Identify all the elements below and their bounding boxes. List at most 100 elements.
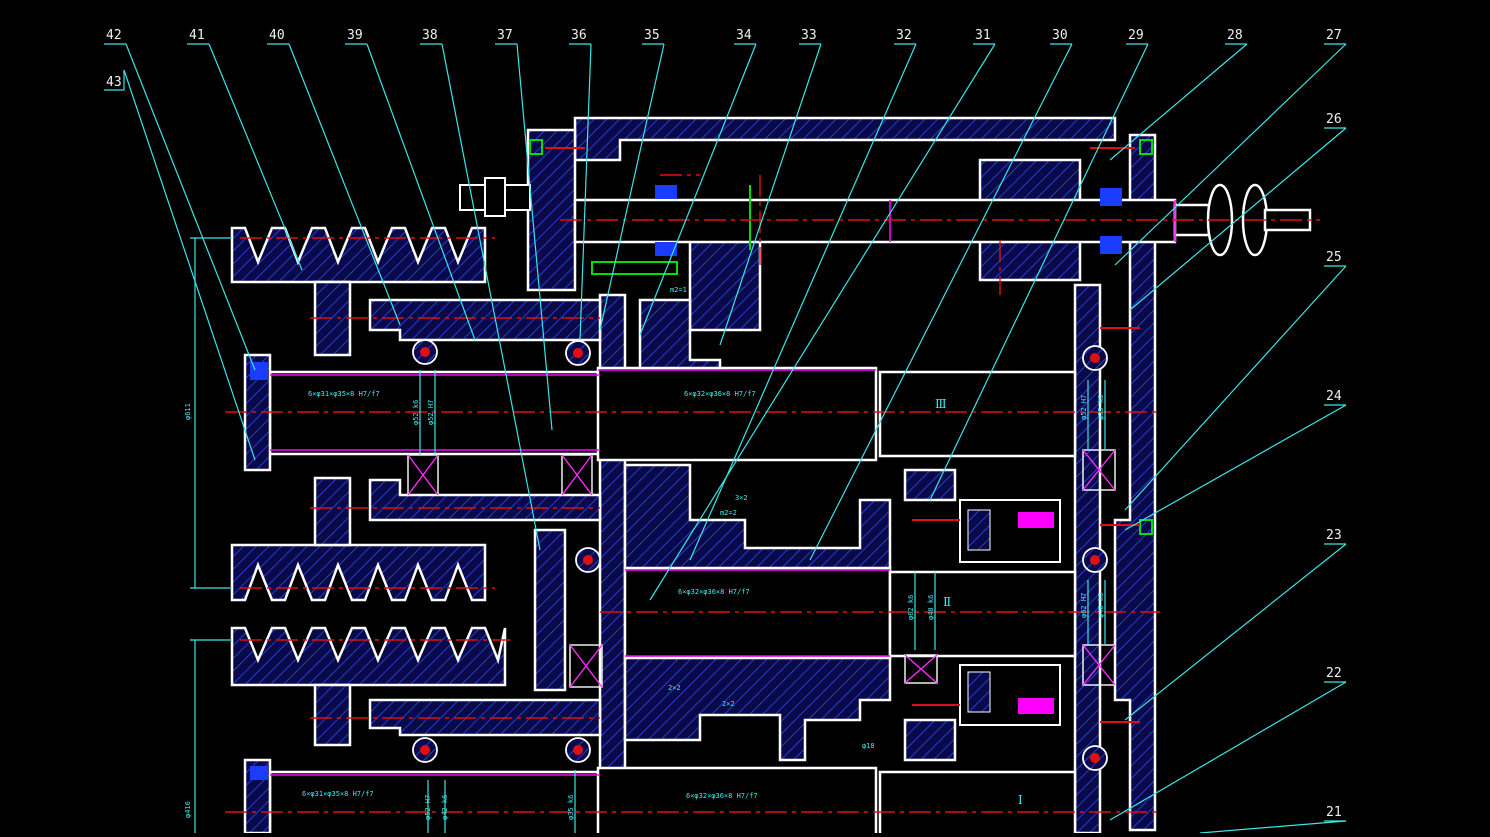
part-number-22: 22 bbox=[1326, 666, 1342, 681]
part-number-27: 27 bbox=[1326, 28, 1342, 43]
leader-lines bbox=[123, 43, 1347, 834]
part-number-32: 32 bbox=[896, 28, 912, 43]
leader-line bbox=[599, 43, 665, 331]
gear-annotation-4: 2×2 bbox=[722, 700, 735, 708]
bearing-balls-red bbox=[420, 347, 1100, 763]
gear-annotation-5: φ18 bbox=[862, 742, 875, 750]
leader-line bbox=[929, 43, 1149, 501]
leader-line bbox=[1109, 43, 1248, 161]
spline-annotation-top: 6×φ31×φ35×8 H7/f7 bbox=[308, 390, 380, 398]
right-housing-wall bbox=[1113, 133, 1157, 832]
gear-annotation-3: 2×2 bbox=[668, 684, 681, 692]
shaft-III-mid bbox=[596, 366, 878, 462]
bore-annotation-1: φ52 k6 bbox=[412, 400, 420, 425]
bore-annotation-7: φ62 H7 bbox=[1080, 593, 1088, 618]
shaft-I-mid bbox=[596, 766, 878, 837]
part-number-33: 33 bbox=[801, 28, 817, 43]
label-underlines bbox=[104, 43, 1346, 822]
lower-v-belt-pulley bbox=[230, 626, 507, 747]
shaft-III-right bbox=[878, 370, 1077, 458]
leader-line bbox=[639, 43, 757, 336]
part-number-30: 30 bbox=[1052, 28, 1068, 43]
part-number-26: 26 bbox=[1326, 112, 1342, 127]
part-number-38: 38 bbox=[422, 28, 438, 43]
leader-line bbox=[1114, 43, 1347, 266]
gear-annotation-2: 3×2 bbox=[735, 494, 748, 502]
bore-annotation-6: φ35 k6 bbox=[1097, 395, 1105, 420]
bore-annotation-8: φ40 k6 bbox=[1097, 593, 1105, 618]
upper-center-block bbox=[688, 238, 762, 332]
upper-v-belt-pulley bbox=[230, 226, 487, 602]
part-number-35: 35 bbox=[644, 28, 660, 43]
bore-annotation-9: φ52 H7 bbox=[424, 795, 432, 820]
part-number-21: 21 bbox=[1326, 805, 1342, 820]
bore-annotation-11: φ35 k6 bbox=[567, 795, 575, 820]
bore-annotation-10: φ42 k6 bbox=[441, 795, 449, 820]
part-number-43: 43 bbox=[106, 75, 122, 90]
hub-sleeves bbox=[243, 298, 957, 835]
leader-line bbox=[649, 43, 996, 601]
leader-line bbox=[719, 43, 822, 346]
leader-line bbox=[366, 43, 476, 341]
shift-lever bbox=[459, 177, 531, 217]
shaft-label-III: Ⅲ bbox=[935, 397, 947, 411]
leader-line bbox=[208, 43, 303, 271]
diameter-annotation-top: φ611 bbox=[184, 403, 192, 420]
shaft-label-I: Ⅰ bbox=[1018, 793, 1023, 807]
part-number-23: 23 bbox=[1326, 528, 1342, 543]
centerlines bbox=[225, 174, 1320, 813]
part-number-39: 39 bbox=[347, 28, 363, 43]
top-control-shaft bbox=[573, 198, 1177, 244]
bore-annotation-5: φ52 H7 bbox=[1080, 395, 1088, 420]
shaft-II-mid bbox=[623, 566, 892, 660]
leader-line bbox=[125, 43, 256, 371]
part-number-41: 41 bbox=[189, 28, 205, 43]
gear-annotation-1: m2=1 bbox=[670, 286, 687, 294]
leader-line bbox=[123, 69, 256, 461]
leader-line bbox=[579, 43, 592, 341]
leader-line bbox=[1124, 265, 1347, 511]
part-number-36: 36 bbox=[571, 28, 587, 43]
green-fasteners bbox=[529, 139, 1153, 535]
part-number-31: 31 bbox=[975, 28, 991, 43]
leader-line bbox=[441, 43, 541, 551]
shaft-I-right bbox=[878, 770, 1077, 837]
part-number-24: 24 bbox=[1326, 389, 1342, 404]
upper-left-flange bbox=[526, 128, 577, 292]
part-number-labels: 42 41 40 39 38 37 36 35 34 33 32 31 30 2… bbox=[106, 28, 1342, 820]
leader-line bbox=[1109, 681, 1347, 821]
spline-annotation-bottom: 6×φ32×φ36×8 H7/f7 bbox=[686, 792, 758, 800]
shaft-I-left bbox=[268, 770, 602, 837]
top-cover bbox=[573, 116, 1117, 162]
part-number-25: 25 bbox=[1326, 250, 1342, 265]
part-number-34: 34 bbox=[736, 28, 752, 43]
spline-annotation-mid-top: 6×φ32×φ36×8 H7/f7 bbox=[684, 390, 756, 398]
bore-annotation-4: φ40 k6 bbox=[927, 595, 935, 620]
bore-annotation-2: φ52 H7 bbox=[427, 400, 435, 425]
spline-annotation-mid: 6×φ32×φ36×8 H7/f7 bbox=[678, 588, 750, 596]
part-number-29: 29 bbox=[1128, 28, 1144, 43]
dimension-annotations: 6×φ31×φ35×8 H7/f7 6×φ32×φ36×8 H7/f7 6×φ3… bbox=[184, 286, 1105, 820]
part-number-42: 42 bbox=[106, 28, 122, 43]
leader-line bbox=[1199, 820, 1347, 834]
leader-line bbox=[516, 43, 553, 431]
shaft-II-right bbox=[888, 570, 1077, 658]
leader-line bbox=[809, 43, 1073, 561]
clutch-assembly bbox=[959, 499, 1061, 726]
dimension-lines bbox=[190, 237, 1106, 833]
part-number-37: 37 bbox=[497, 28, 513, 43]
leader-line bbox=[288, 43, 401, 326]
diameter-annotation-bottom: φ416 bbox=[184, 801, 192, 818]
part-number-28: 28 bbox=[1227, 28, 1243, 43]
blue-seal-parts bbox=[250, 185, 1122, 780]
bearing-crosses bbox=[407, 449, 1116, 688]
gear-annotation-6: m2=2 bbox=[720, 509, 737, 517]
leader-line bbox=[1124, 543, 1347, 721]
leader-line bbox=[1129, 127, 1347, 311]
bore-annotation-3: φ62 k6 bbox=[907, 595, 915, 620]
shaft-label-II: Ⅱ bbox=[943, 595, 951, 609]
spline-annotation-bottom-left: 6×φ31×φ35×8 H7/f7 bbox=[302, 790, 374, 798]
part-number-40: 40 bbox=[269, 28, 285, 43]
